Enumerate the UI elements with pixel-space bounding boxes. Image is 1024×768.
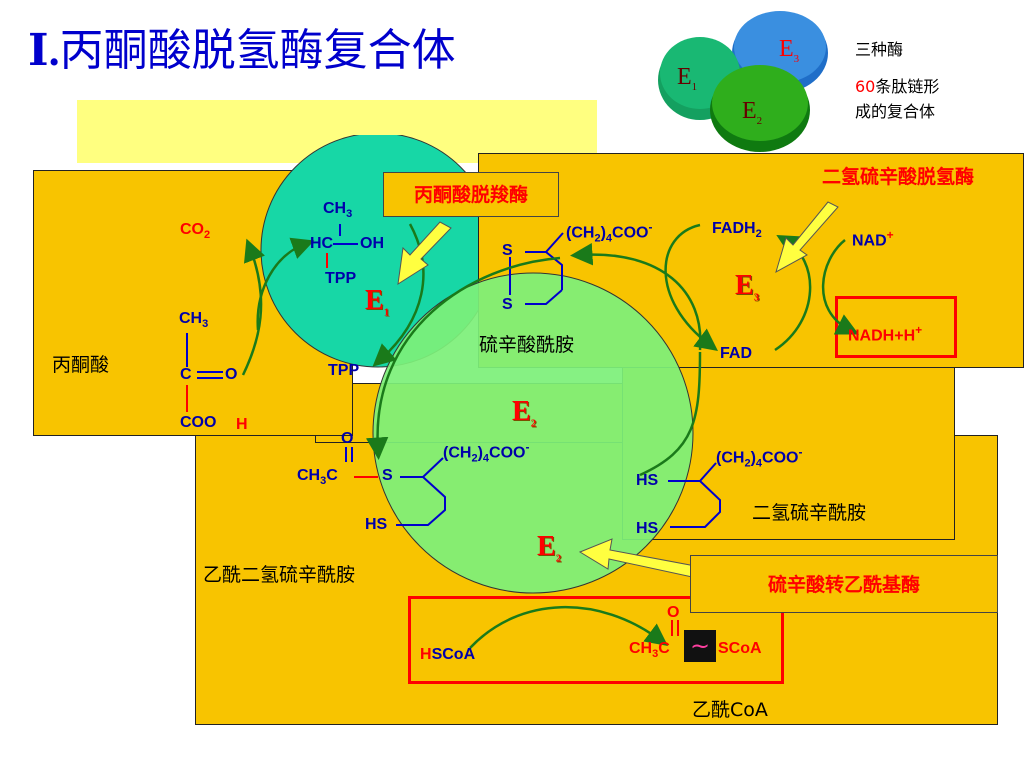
hscoa-h: H (420, 646, 432, 663)
nad-label: NAD+ (852, 228, 894, 250)
thioester-bond: ~ (684, 630, 716, 662)
enzyme-pdc-label: 丙酮酸脱羧酶 (383, 172, 559, 217)
acetylcoa-label: 乙酰CoA (692, 699, 768, 721)
accoa-ch3c: CH3C (629, 640, 670, 661)
e2-mark-top: E2 (512, 396, 537, 430)
acetyl-dihydrolipoamide-label: 乙酰二氢硫辛酰胺 (203, 564, 356, 586)
lipoamide-label: 硫辛酸酰胺 (479, 334, 575, 356)
dihydrolipoamide-label: 二氢硫辛酰胺 (752, 502, 867, 524)
e1-mark: E1 (365, 285, 390, 319)
title-text: 丙酮酸脱氢酶复合体 (59, 25, 456, 76)
fadh2-label: FADH2 (712, 220, 762, 241)
acetyl-s: S (382, 467, 393, 484)
free-tpp: TPP (328, 362, 360, 379)
acetyl-ch3c: CH3C (297, 467, 338, 488)
tilde-symbol: ~ (689, 632, 711, 660)
legend-e2: E2 (742, 98, 763, 127)
legend-line3: 成的复合体 (855, 102, 936, 121)
hscoa-label: HSCoA (420, 646, 476, 663)
hetpp-oh: OH (360, 235, 384, 252)
lipoamide-s2: S (502, 296, 513, 313)
legend-number: 60 (855, 77, 876, 96)
hetpp-hc: HC (310, 235, 334, 252)
co2-label: CO2 (180, 221, 211, 242)
pyruvate-o: O (225, 366, 238, 383)
title-prefix: Ⅰ. (28, 26, 60, 75)
enzyme-tac-label: 硫辛酸转乙酰基酶 (690, 555, 998, 613)
pyruvate-c: C (180, 366, 192, 383)
legend-line2-text: 条肽链形 (875, 77, 940, 96)
acetyl-o: O (341, 430, 354, 447)
dihydro-hs2: HS (636, 520, 659, 537)
fad-label: FAD (720, 345, 752, 362)
dihydro-hs1: HS (636, 472, 659, 489)
page-title: Ⅰ.丙酮酸脱氢酶复合体 (28, 14, 456, 78)
legend-e1: E1 (677, 64, 698, 93)
lipoamide-chain: (CH2)4COO- (566, 220, 653, 245)
e2-circle (372, 272, 694, 594)
dihydro-chain: (CH2)4COO- (716, 445, 803, 470)
legend-line2: 60条肽链形 (855, 73, 939, 97)
acetylcoa-box (408, 596, 784, 684)
hetpp-ch3: CH3 (323, 200, 353, 221)
legend-e3: E3 (779, 36, 800, 65)
pyruvate-ch3: CH3 (179, 310, 209, 331)
accoa-scoa: SCoA (718, 640, 762, 657)
acetyl-hs: HS (365, 516, 388, 533)
pyruvate-h: H (236, 416, 248, 433)
complex-icon (658, 11, 828, 152)
e3-mark: E3 (735, 270, 760, 304)
acetyl-chain: (CH2)4COO- (443, 440, 530, 465)
legend-line1: 三种酶 (855, 40, 904, 59)
nadh-label: NADH+H+ (848, 323, 923, 345)
hetpp-tpp: TPP (325, 270, 357, 287)
accoa-o: O (667, 604, 680, 621)
enzyme-dld-label: 二氢硫辛酸脱氢酶 (821, 166, 974, 188)
pyruvate-label: 丙酮酸 (52, 354, 110, 376)
lipoamide-s1: S (502, 242, 513, 259)
pyruvate-coo: COO (180, 414, 217, 431)
e2-mark-bottom: E2 (537, 531, 562, 565)
